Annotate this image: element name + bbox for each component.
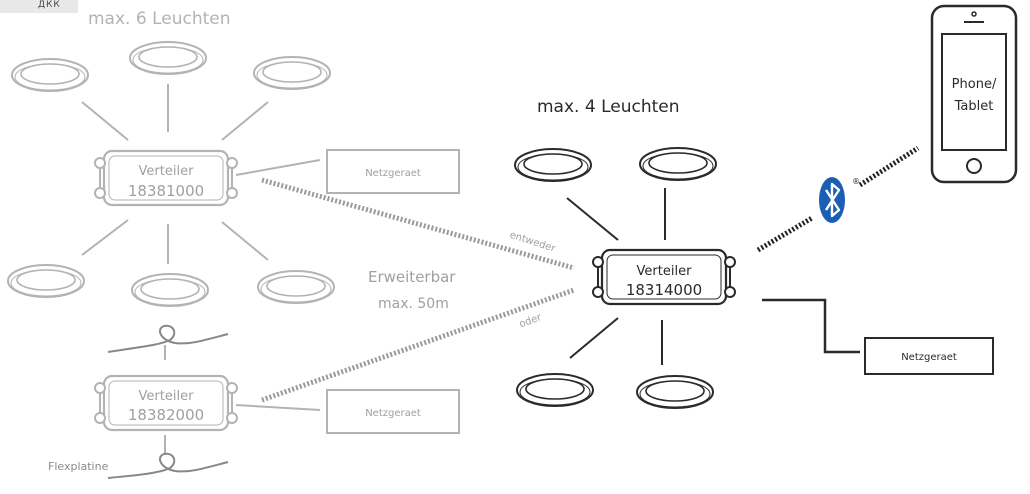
psu-3-label: Netzgeraet bbox=[901, 352, 957, 363]
lamp-icon bbox=[131, 273, 209, 307]
phone-screen bbox=[941, 33, 1007, 151]
distributor-2-label: Verteiler bbox=[139, 389, 195, 404]
psu-1-label: Netzgeraet bbox=[365, 168, 421, 179]
phone-label-line2: Tablet bbox=[954, 99, 994, 114]
right-group-title: max. 4 Leuchten bbox=[537, 97, 680, 117]
psu-cable bbox=[762, 298, 860, 354]
distributor-2-number: 18382000 bbox=[128, 406, 204, 424]
left-group bbox=[7, 41, 460, 479]
or-label: oder bbox=[518, 312, 544, 330]
psu-2-label: Netzgeraet bbox=[365, 408, 421, 419]
phone-label-line1: Phone/ bbox=[952, 77, 997, 92]
flexplatine-connector-icon bbox=[107, 324, 229, 353]
psu-1-box bbox=[326, 149, 460, 194]
psu-2-box bbox=[326, 389, 460, 434]
lamp-icon bbox=[253, 56, 331, 90]
phone-home-button bbox=[966, 158, 982, 174]
distributor-1-number: 18381000 bbox=[128, 182, 204, 200]
lamp-icon bbox=[514, 148, 592, 182]
bluetooth-links bbox=[756, 145, 920, 253]
distributor-1-label: Verteiler bbox=[139, 164, 195, 179]
lamp-icon bbox=[636, 375, 714, 409]
right-group bbox=[514, 4, 1018, 409]
extendable-max-label: max. 50m bbox=[378, 296, 449, 312]
left-group-title: max. 6 Leuchten bbox=[88, 9, 231, 29]
dotted-links bbox=[261, 177, 575, 403]
lamp-cables bbox=[81, 84, 321, 455]
distributor-3-number: 18314000 bbox=[626, 281, 702, 299]
lamp-cables bbox=[566, 188, 666, 365]
top-tab-label: ДКК bbox=[38, 0, 61, 10]
bluetooth-registered-mark: ® bbox=[852, 177, 860, 186]
lamp-icon bbox=[7, 264, 85, 298]
lamp-icon bbox=[11, 58, 89, 92]
flexplatine-connector-icon bbox=[107, 452, 229, 479]
lamp-icon bbox=[129, 41, 207, 75]
lamp-icon bbox=[257, 270, 335, 304]
lamp-icon bbox=[639, 147, 717, 181]
lamp-icon bbox=[516, 373, 594, 407]
psu-3-box bbox=[864, 337, 994, 375]
distributor-3-label: Verteiler bbox=[637, 264, 693, 279]
flexplatine-label: Flexplatine bbox=[48, 460, 109, 473]
top-tab: ДКК bbox=[0, 0, 78, 13]
either-label: entweder bbox=[508, 230, 557, 255]
extendable-label: Erweiterbar bbox=[368, 268, 456, 286]
bluetooth-icon bbox=[819, 177, 845, 223]
